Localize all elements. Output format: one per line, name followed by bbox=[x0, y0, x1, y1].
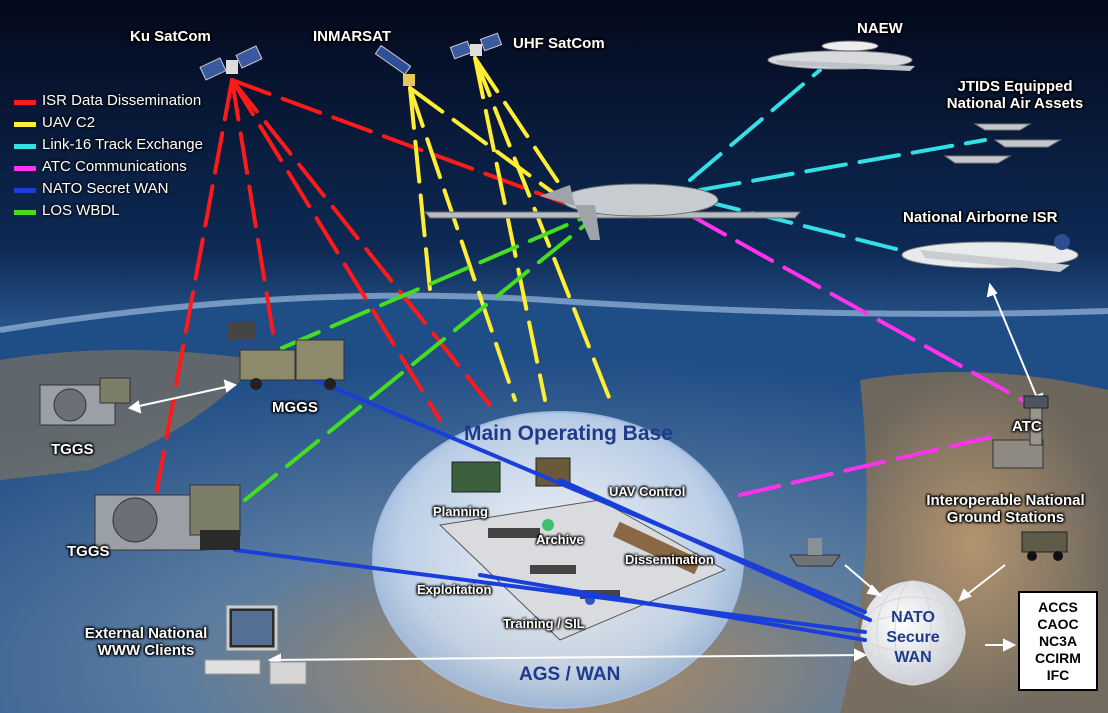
agency-item: NC3A bbox=[1038, 633, 1078, 649]
agency-item: IFC bbox=[1046, 667, 1070, 683]
agency-item: CAOC bbox=[1037, 616, 1079, 632]
legend-swatch-isr bbox=[14, 100, 36, 105]
legend-swatch-link16 bbox=[14, 144, 36, 149]
nato-label-line3: WAN bbox=[894, 649, 932, 666]
atc-tower-icon bbox=[992, 395, 1049, 469]
archive-label: Archive bbox=[536, 532, 584, 547]
uhf-satcom-label: UHF SatCom bbox=[513, 35, 605, 52]
national-airborne-isr-label: National Airborne ISR bbox=[903, 209, 1058, 226]
nato-label-line2: Secure bbox=[886, 629, 940, 646]
uhf-satcom-satellite-icon bbox=[449, 32, 503, 60]
naew-aircraft-icon bbox=[767, 40, 915, 71]
training-sil-label: Training / SIL bbox=[503, 616, 585, 631]
uav-aircraft-icon bbox=[423, 183, 802, 240]
naew-label: NAEW bbox=[857, 20, 903, 37]
interop-ground-station-vehicle-icon bbox=[1021, 531, 1068, 561]
interop-label-line2: Ground Stations bbox=[946, 509, 1065, 526]
jtids-fighter-jets-icon bbox=[943, 123, 1062, 164]
interop-ground-stations-label: Interoperable National Ground Stations bbox=[923, 492, 1088, 526]
jtids-label: JTIDS Equipped National Air Assets bbox=[940, 78, 1090, 112]
legend-label: UAV C2 bbox=[42, 114, 96, 131]
inmarsat-satellite-icon bbox=[374, 44, 415, 86]
planning-label: Planning bbox=[433, 504, 488, 519]
external-label-line2: WWW Clients bbox=[97, 642, 195, 659]
mggs-vehicles-icon bbox=[228, 322, 345, 390]
horizon-glow bbox=[0, 292, 1108, 333]
legend-swatch-uav-c2 bbox=[14, 122, 36, 127]
ship-icon bbox=[789, 538, 841, 567]
mggs-label: MGGS bbox=[272, 399, 318, 416]
uav-control-label: UAV Control bbox=[609, 484, 686, 499]
jtids-label-line2: National Air Assets bbox=[946, 95, 1084, 112]
nato-label-line1: NATO bbox=[891, 609, 935, 626]
legend-swatch-los-wbdl bbox=[14, 210, 36, 215]
agencies-box: ACCS CAOC NC3A CCIRM IFC bbox=[1018, 591, 1098, 691]
tggs-lower-shelter-icon bbox=[94, 484, 241, 551]
external-client-computer-icon bbox=[204, 605, 307, 685]
national-airborne-isr-aircraft-icon bbox=[901, 234, 1079, 272]
exploitation-label: Exploitation bbox=[417, 582, 492, 597]
tggs-upper-label: TGGS bbox=[51, 441, 94, 458]
communication-links bbox=[153, 56, 1042, 502]
legend-label: NATO Secret WAN bbox=[42, 180, 169, 197]
tggs-lower-label: TGGS bbox=[67, 543, 110, 560]
legend-label: LOS WBDL bbox=[42, 202, 120, 219]
connection-arrows bbox=[127, 282, 1044, 667]
legend-swatch-atc bbox=[14, 166, 36, 171]
legend-label: ATC Communications bbox=[42, 158, 187, 175]
ku-satcom-label: Ku SatCom bbox=[130, 28, 211, 45]
main-operating-base-title: Main Operating Base bbox=[464, 422, 673, 445]
ku-satcom-satellite-icon bbox=[199, 45, 263, 81]
agency-item: CCIRM bbox=[1035, 650, 1081, 666]
legend-label: Link-16 Track Exchange bbox=[42, 136, 203, 153]
dissemination-label: Dissemination bbox=[625, 552, 714, 567]
external-clients-label: External National WWW Clients bbox=[66, 625, 226, 659]
external-label-line1: External National bbox=[84, 625, 208, 642]
mob-floor-plan bbox=[438, 457, 727, 641]
legend-swatch-nato-wan bbox=[14, 188, 36, 193]
legend-label: ISR Data Dissemination bbox=[42, 92, 202, 109]
inmarsat-label: INMARSAT bbox=[313, 28, 392, 45]
agency-item: ACCS bbox=[1038, 599, 1078, 615]
interop-label-line1: Interoperable National bbox=[926, 492, 1085, 509]
land-mass-left bbox=[0, 350, 260, 480]
jtids-label-line1: JTIDS Equipped bbox=[957, 78, 1073, 95]
atc-label: ATC bbox=[1012, 418, 1042, 435]
nato-secure-wan-label: NATO Secure WAN bbox=[864, 608, 962, 668]
ags-wan-label: AGS / WAN bbox=[519, 664, 621, 685]
nato-secret-wan-links bbox=[233, 378, 872, 642]
nato-secure-wan-globe bbox=[861, 581, 965, 685]
tggs-upper-shelter-icon bbox=[39, 377, 131, 426]
